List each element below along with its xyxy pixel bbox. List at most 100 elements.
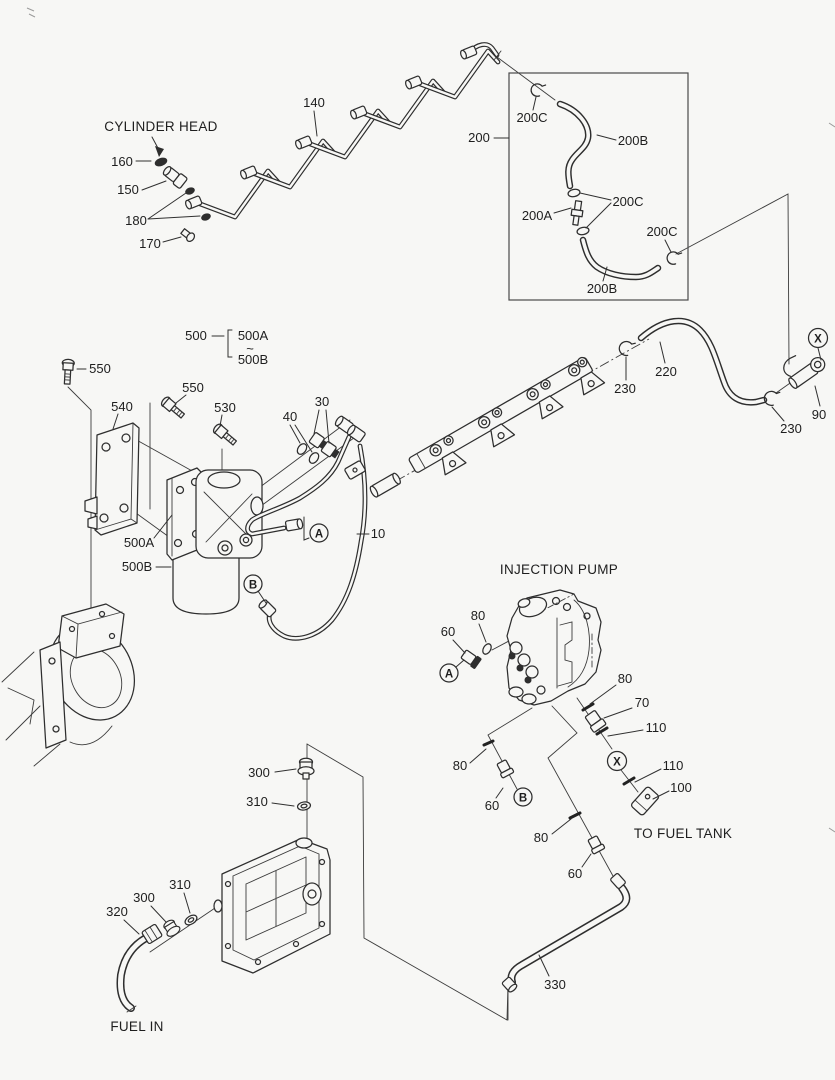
oring-200c-a [567, 188, 581, 198]
seal-160 [154, 157, 168, 167]
clamp-230-1 [618, 340, 636, 357]
pipe-nut-a [284, 518, 304, 532]
pipe-nuts [185, 45, 478, 210]
callout-500a: 500A [124, 514, 173, 550]
feed-pipe-330 [501, 873, 631, 993]
label-200b-1: 200B [618, 133, 648, 148]
bolt-550-2 [160, 396, 186, 419]
callout-200: 200 [468, 130, 510, 145]
connector-circle-a-1: A [303, 516, 329, 543]
bolt-550-1 [61, 358, 75, 385]
washer-310-1 [296, 801, 312, 811]
callout-230-2: 230 [771, 406, 802, 436]
label-70: 70 [635, 695, 649, 710]
gear-case-cover [116, 757, 331, 1013]
washer-80-c [568, 811, 582, 820]
callout-170: 170 [139, 236, 182, 251]
connector-circle-b-2: B [513, 787, 533, 807]
label-180: 180 [125, 213, 147, 228]
hose-320 [116, 923, 163, 1013]
washer-180a [185, 187, 195, 195]
arrow-to-cylinder-head [155, 146, 164, 157]
callout-150: 150 [117, 180, 167, 197]
pipe-nut-b [258, 599, 277, 618]
connector-100 [630, 786, 660, 816]
label-60-b: 60 [485, 798, 499, 813]
callout-500b: 500B [122, 559, 172, 574]
pipe-bundle [192, 42, 502, 220]
annotation-fuel-in: FUEL IN [110, 1019, 163, 1034]
label-30: 30 [315, 394, 329, 409]
callout-200c-3: 200C [646, 224, 678, 253]
label-500: 500 [185, 328, 207, 343]
callout-220: 220 [655, 341, 677, 379]
label-tilde: ~ [246, 341, 254, 356]
axis-and-connector-lines [26, 7, 835, 1021]
rail-end-plug [369, 472, 401, 498]
oring-200c-b [576, 226, 590, 236]
washer-110-a [595, 726, 609, 736]
callout-110-a: 110 [607, 720, 667, 737]
fitting-300-1 [297, 757, 315, 780]
callout-80-c: 80 [453, 748, 487, 773]
connector-x-2: X [613, 757, 621, 769]
callout-330: 330 [538, 954, 566, 992]
callouts: CYLINDER HEAD 140 160 150 180 170 200 [76, 95, 829, 1034]
washer-180b [201, 213, 211, 221]
label-110-b: 110 [663, 758, 684, 773]
callout-160: 160 [111, 154, 152, 169]
filter-and-bracket-group [1, 358, 264, 767]
cylinder-head-fitting-parts [154, 157, 211, 243]
callout-100: 100 [652, 780, 692, 800]
connector-circle-x-2: X [606, 750, 628, 772]
rail-port-bosses [429, 356, 588, 457]
label-230-2: 230 [780, 421, 802, 436]
label-500a-ref: 500A [238, 328, 269, 343]
group-200-box [508, 72, 689, 301]
label-110-a: 110 [646, 720, 667, 735]
label-80-d: 80 [534, 830, 548, 845]
label-170: 170 [139, 236, 161, 251]
callout-550-2: 550 [175, 380, 204, 404]
fitting-300-2 [163, 919, 181, 937]
plug-60-a [460, 649, 482, 669]
label-80-a: 80 [471, 608, 485, 623]
label-500b: 500B [122, 559, 152, 574]
engine-mount-housing [1, 603, 136, 767]
label-500b-ref: 500B [238, 352, 268, 367]
clamp-230-2 [763, 390, 781, 406]
callout-90: 90 [812, 385, 826, 422]
callout-40: 40 [283, 409, 313, 453]
callout-80-d: 80 [534, 818, 572, 845]
callout-200c-1: 200C [516, 96, 548, 125]
label-140: 140 [303, 95, 325, 110]
callout-540: 540 [111, 399, 133, 430]
label-550-1: 550 [89, 361, 111, 376]
pump-fitting-chains [460, 643, 660, 855]
callout-110-b: 110 [634, 758, 684, 783]
callout-500-group: 500 500A ~ 500B [185, 328, 268, 367]
callout-60-b: 60 [485, 787, 504, 813]
valve-200a [570, 200, 584, 226]
callout-550-1: 550 [76, 361, 111, 376]
callout-80-b: 80 [589, 671, 632, 705]
callout-310-1: 310 [246, 794, 295, 809]
label-540: 540 [111, 399, 133, 414]
connector-circle-a-2: A [439, 659, 465, 683]
common-rail [369, 317, 826, 498]
label-310-1: 310 [246, 794, 268, 809]
injector-pipes-140 [185, 42, 502, 220]
clip-200c-2 [666, 251, 683, 265]
pipe-clamp-block [344, 460, 366, 480]
nozzle-150 [162, 165, 188, 189]
fuel-pipes-10 [245, 415, 368, 641]
callout-140: 140 [303, 95, 325, 137]
label-230-1: 230 [614, 381, 636, 396]
callout-310-2: 310 [169, 877, 191, 914]
elbow-90 [783, 355, 826, 389]
label-320: 320 [106, 904, 128, 919]
callout-60-c: 60 [568, 853, 592, 881]
plug-60-b [496, 759, 515, 779]
